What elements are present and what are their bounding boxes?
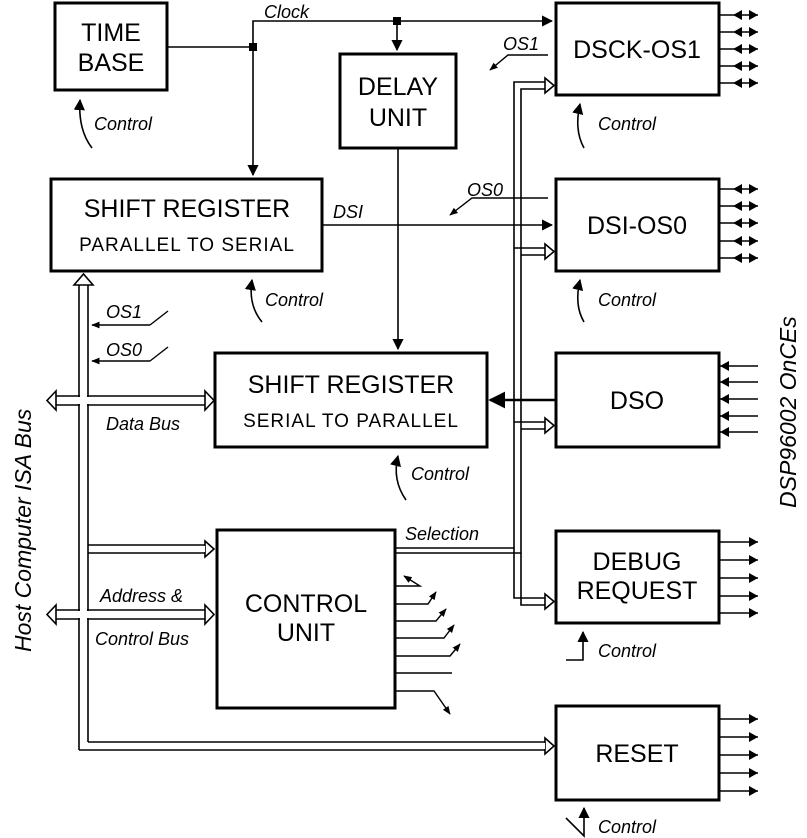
shift-register-parallel-to-serial-block: SHIFT REGISTER PARALLEL TO SERIAL bbox=[49, 177, 324, 273]
dsck-os1-pin bbox=[719, 10, 758, 20]
os0-output-label: OS0 bbox=[467, 180, 503, 200]
host-bus-interior bbox=[80, 286, 87, 748]
debug-request-control-label: Control bbox=[598, 641, 657, 661]
target-pins bbox=[719, 10, 758, 796]
control-input-arrows bbox=[73, 98, 590, 838]
shift-register-ps-title: SHIFT REGISTER bbox=[84, 195, 291, 223]
clock-junction-dot bbox=[393, 17, 401, 25]
dso-pin bbox=[719, 377, 758, 387]
reset-pin bbox=[719, 768, 758, 778]
dsck-os1-pin bbox=[719, 44, 758, 54]
dsck-os1-block: DSCK-OS1 bbox=[554, 1, 721, 97]
selection-bus-arrowheads bbox=[544, 76, 556, 611]
data-bus-interior bbox=[57, 397, 204, 404]
os-output-arrows bbox=[449, 54, 548, 216]
dsi-os0-pin bbox=[719, 184, 758, 194]
clock-label: Clock bbox=[264, 2, 310, 22]
reset-label: RESET bbox=[595, 740, 678, 768]
shift-register-sp-title: SHIFT REGISTER bbox=[248, 371, 455, 399]
debug-request-pin bbox=[719, 608, 758, 618]
dsck-os1-label: DSCK-OS1 bbox=[573, 36, 701, 64]
dso-block: DSO bbox=[554, 351, 721, 449]
dsck-os1-pin bbox=[719, 78, 758, 88]
dsi-os0-pin bbox=[719, 253, 758, 263]
os0-input-label: OS0 bbox=[106, 340, 142, 360]
selection-label: Selection bbox=[405, 524, 479, 544]
dso-pin bbox=[719, 411, 758, 421]
host-bus-arrowheads bbox=[45, 272, 556, 756]
dsi-os0-block: DSI-OS0 bbox=[554, 177, 721, 273]
reset-bus-interior bbox=[89, 743, 545, 749]
debug-request-label-2: REQUEST bbox=[577, 577, 698, 605]
shift-sp-control-label: Control bbox=[411, 464, 470, 484]
address-bus-label-1: Address & bbox=[99, 586, 183, 606]
control-unit-block: CONTROL UNIT bbox=[215, 528, 397, 710]
debug-request-pin bbox=[719, 537, 758, 547]
time-base-control-label: Control bbox=[94, 114, 153, 134]
address-bus-label-2: Control Bus bbox=[95, 629, 189, 649]
os1-output-label: OS1 bbox=[503, 34, 539, 54]
shift-register-sp-subtitle: SERIAL TO PARALLEL bbox=[243, 411, 459, 432]
debug-request-pin bbox=[719, 573, 758, 583]
reset-block: RESET bbox=[554, 704, 721, 802]
clock-junction-dot bbox=[249, 43, 257, 51]
dsck-os1-pin bbox=[719, 27, 758, 37]
reset-pin bbox=[719, 714, 758, 724]
debug-request-block: DEBUG REQUEST bbox=[554, 529, 721, 625]
time-base-label-2: BASE bbox=[78, 49, 145, 77]
dsi-label: DSI bbox=[333, 202, 363, 222]
cu-bus-interior bbox=[89, 546, 205, 552]
time-base-label-1: TIME bbox=[81, 19, 141, 47]
dsi-os0-pin bbox=[719, 218, 758, 228]
shift-ps-control-label: Control bbox=[265, 290, 324, 310]
dsi-os0-label: DSI-OS0 bbox=[587, 212, 687, 240]
debug-request-label-1: DEBUG bbox=[593, 548, 682, 576]
delay-unit-block: DELAY UNIT bbox=[338, 52, 458, 150]
dsck-os1-control-label: Control bbox=[598, 114, 657, 134]
selection-bus bbox=[395, 81, 545, 606]
delay-unit-label-2: UNIT bbox=[369, 104, 427, 132]
shift-register-ps-subtitle: PARALLEL TO SERIAL bbox=[79, 235, 295, 256]
os1-input-label: OS1 bbox=[106, 302, 142, 322]
control-unit-label-2: UNIT bbox=[277, 619, 335, 647]
control-unit-label-1: CONTROL bbox=[245, 590, 367, 618]
debug-request-pin bbox=[719, 555, 758, 565]
reset-pin bbox=[719, 786, 758, 796]
dsi-os0-pin bbox=[719, 236, 758, 246]
os-input-switches bbox=[91, 310, 169, 365]
shift-register-serial-to-parallel-block: SHIFT REGISTER SERIAL TO PARALLEL bbox=[213, 351, 489, 449]
dsi-os0-control-label: Control bbox=[598, 290, 657, 310]
clock-lines bbox=[167, 15, 554, 177]
dso-pin bbox=[719, 394, 758, 404]
control-unit-output-lines bbox=[395, 575, 461, 715]
reset-pin bbox=[719, 732, 758, 742]
target-side-label: DSP96002 OnCEs bbox=[775, 316, 801, 508]
time-base-block: TIME BASE bbox=[53, 1, 169, 92]
dsck-os1-pin bbox=[719, 61, 758, 71]
reset-pin bbox=[719, 750, 758, 760]
reset-control-label: Control bbox=[598, 817, 657, 837]
dso-pin bbox=[719, 427, 758, 437]
address-bus-interior bbox=[57, 611, 204, 618]
host-bus-side-label: Host Computer ISA Bus bbox=[10, 408, 36, 652]
dsi-os0-pin bbox=[719, 201, 758, 211]
debug-request-pin bbox=[719, 591, 758, 601]
delay-unit-label-1: DELAY bbox=[358, 73, 438, 101]
dso-pin bbox=[719, 361, 758, 371]
data-bus-label: Data Bus bbox=[106, 414, 180, 434]
dso-label: DSO bbox=[610, 387, 664, 415]
